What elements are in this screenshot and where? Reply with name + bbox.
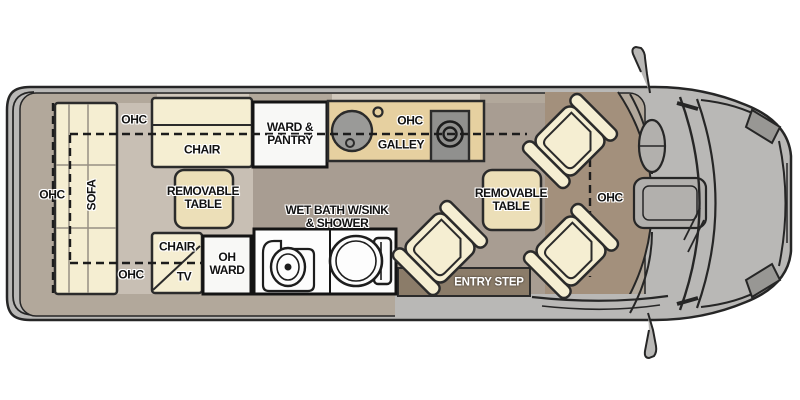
cooktop-burner-inner: [442, 126, 458, 142]
label-oh-ward: OH WARD: [209, 251, 244, 277]
label-oh-ward-line1: OH: [218, 250, 236, 264]
label-ohc-cab: OHC: [597, 190, 623, 205]
label-removable-table-dinette-line1: REMOVABLE: [474, 186, 548, 200]
removable-table-lounge: [173, 168, 235, 230]
windshield-inner: [678, 96, 701, 311]
label-wet-bath-line1: WET BATH W/SINK: [285, 203, 389, 217]
oh-ward: [201, 234, 253, 296]
galley-faucet: [372, 106, 384, 118]
window-strip-galley: [332, 94, 480, 100]
a-pillar-bottom: [676, 296, 699, 306]
label-wet-bath: WET BATH W/SINK & SHOWER: [285, 203, 389, 230]
label-chair-rear: CHAIR: [159, 239, 195, 254]
label-tv: TV: [176, 269, 192, 284]
door-sill-line-2: [541, 304, 661, 311]
tv-swivel-line: [152, 245, 201, 291]
label-ohc-galley: OHC: [397, 113, 423, 128]
rear-door-line: [12, 91, 35, 316]
label-ward-pantry-line1: WARD &: [266, 120, 314, 134]
wiper-2: [683, 207, 701, 241]
label-oh-ward-line2: WARD: [209, 263, 245, 277]
label-sofa: SOFA: [84, 179, 99, 211]
bumper-line: [778, 140, 787, 267]
door-sill-line-1: [531, 294, 669, 302]
galley-sink-drain: [345, 138, 355, 148]
engine-console: [632, 176, 708, 230]
a-pillar-top: [676, 101, 699, 111]
label-chair-front: CHAIR: [184, 142, 220, 157]
headlight-bottom: [744, 262, 782, 299]
removable-table-dinette: [481, 168, 543, 232]
cab-details: [531, 45, 788, 360]
galley-counter-group: [326, 99, 486, 163]
galley-sink: [330, 109, 374, 153]
wiper-1: [687, 219, 705, 253]
label-removable-table-lounge: REMOVABLE TABLE: [166, 184, 240, 211]
mirror-bottom: [643, 312, 658, 360]
label-removable-table-lounge-line1: REMOVABLE: [166, 184, 240, 198]
label-removable-table-lounge-line2: TABLE: [184, 197, 222, 211]
label-removable-table-dinette: REMOVABLE TABLE: [474, 186, 548, 213]
label-ward-pantry: WARD & PANTRY: [266, 120, 314, 147]
bath-sink-drain: [284, 263, 292, 271]
chair-front-bench: [150, 96, 254, 169]
label-galley: GALLEY: [377, 137, 425, 152]
label-ward-pantry-line2: PANTRY: [267, 133, 313, 147]
label-ohc-rear: OHC: [39, 187, 65, 202]
label-wet-bath-line2: & SHOWER: [305, 216, 369, 230]
toilet-bowl: [328, 234, 384, 288]
windshield-outer: [695, 98, 717, 309]
bath-fixtures: [261, 234, 393, 293]
mirror-top: [631, 45, 651, 94]
label-ohc-top-left: OHC: [121, 112, 147, 127]
label-ohc-bottom-left: OHC: [118, 267, 144, 282]
label-removable-table-dinette-line2: TABLE: [492, 199, 530, 213]
headlight-top: [744, 108, 782, 145]
door-sill: [395, 294, 660, 318]
label-entry-step: ENTRY STEP: [454, 276, 524, 289]
